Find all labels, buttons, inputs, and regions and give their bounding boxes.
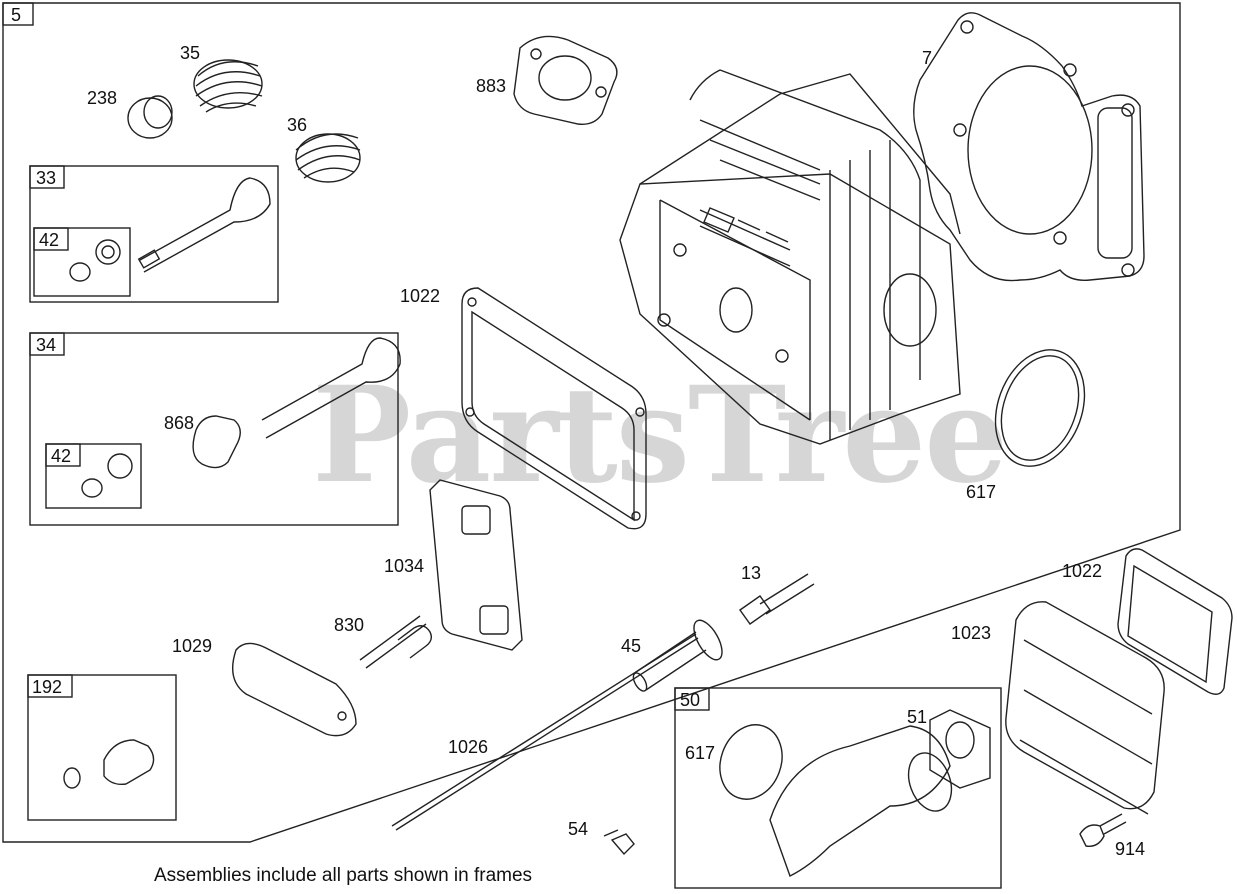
frame-192-tag (27, 674, 73, 698)
bolt-icon (739, 573, 815, 625)
callout-1029: 1029 (172, 636, 213, 656)
callout-617-a: 617 (966, 482, 997, 502)
valve-spring-icon (193, 59, 263, 113)
callout-914: 914 (1115, 839, 1146, 859)
frame-34-42-number: 42 (51, 446, 72, 466)
callout-13: 13 (741, 563, 762, 583)
watermark: PartsTree (312, 358, 1008, 513)
frame-main-outline (2, 2, 1181, 843)
screw-icon-54 (603, 829, 635, 856)
frame-34-42-tag (45, 443, 81, 467)
callout-868: 868 (164, 413, 195, 433)
frame-33-outline (29, 165, 279, 303)
frame-50-number: 50 (680, 690, 701, 710)
frame-33-42-tag (33, 227, 69, 251)
cover-gasket-icon (1117, 548, 1233, 695)
callout-54: 54 (568, 819, 589, 839)
diagram-caption: Assemblies include all parts shown in fr… (154, 865, 533, 886)
valve-spring-icon-2 (295, 133, 361, 183)
guide-plate-icon (429, 479, 523, 651)
callout-883: 883 (476, 76, 507, 96)
callout-238: 238 (87, 88, 118, 108)
callout-1023: 1023 (951, 623, 992, 643)
o-ring-icon (994, 349, 1086, 467)
rocker-arm-icon (232, 642, 357, 737)
rocker-stud-icon (359, 615, 433, 669)
exhaust-valve-icon (137, 177, 271, 273)
frame-192-outline (27, 674, 177, 821)
intake-valve-icon (261, 337, 401, 439)
valve-cap-icon (127, 95, 173, 139)
frame-33-number: 33 (36, 168, 57, 188)
callout-1022-b: 1022 (1062, 561, 1103, 581)
keeper-icon-2 (81, 453, 133, 498)
frame-34-number: 34 (36, 335, 57, 355)
push-rod-icon (391, 633, 699, 831)
keeper-icon (69, 239, 121, 282)
callout-1022-a: 1022 (400, 286, 441, 306)
rocker-cover-icon (1005, 601, 1165, 815)
screw-icon-914 (1079, 813, 1127, 847)
frame-33-42-outline (33, 227, 131, 297)
frame-34-42-outline (45, 443, 142, 509)
frame-main-tag (2, 2, 34, 26)
callout-7: 7 (922, 48, 933, 68)
callout-1026: 1026 (448, 737, 489, 757)
frame-34-outline (29, 332, 399, 526)
frame-50-outline (674, 687, 1002, 889)
callout-617-b: 617 (685, 743, 716, 763)
rocker-gasket-icon (461, 287, 647, 530)
frame-34-tag (29, 332, 65, 356)
cylinder-head-icon (619, 69, 961, 445)
frame-50-tag (674, 687, 710, 711)
exhaust-gasket-icon (513, 35, 618, 125)
intake-manifold-icon (719, 709, 991, 877)
frame-33-tag (29, 165, 65, 189)
valve-seal-icon (192, 415, 241, 469)
callout-35: 35 (180, 43, 201, 63)
callout-51: 51 (907, 707, 928, 727)
frame-33-42-number: 42 (39, 230, 60, 250)
callout-830: 830 (334, 615, 365, 635)
head-gasket-icon (913, 12, 1145, 282)
frame-192-number: 192 (32, 677, 63, 697)
callout-45: 45 (621, 636, 642, 656)
breather-icon (63, 739, 155, 789)
callout-1034: 1034 (384, 556, 425, 576)
callout-36: 36 (287, 115, 308, 135)
push-rod-guide-icon (632, 619, 723, 692)
frame-main-number: 5 (11, 5, 22, 25)
